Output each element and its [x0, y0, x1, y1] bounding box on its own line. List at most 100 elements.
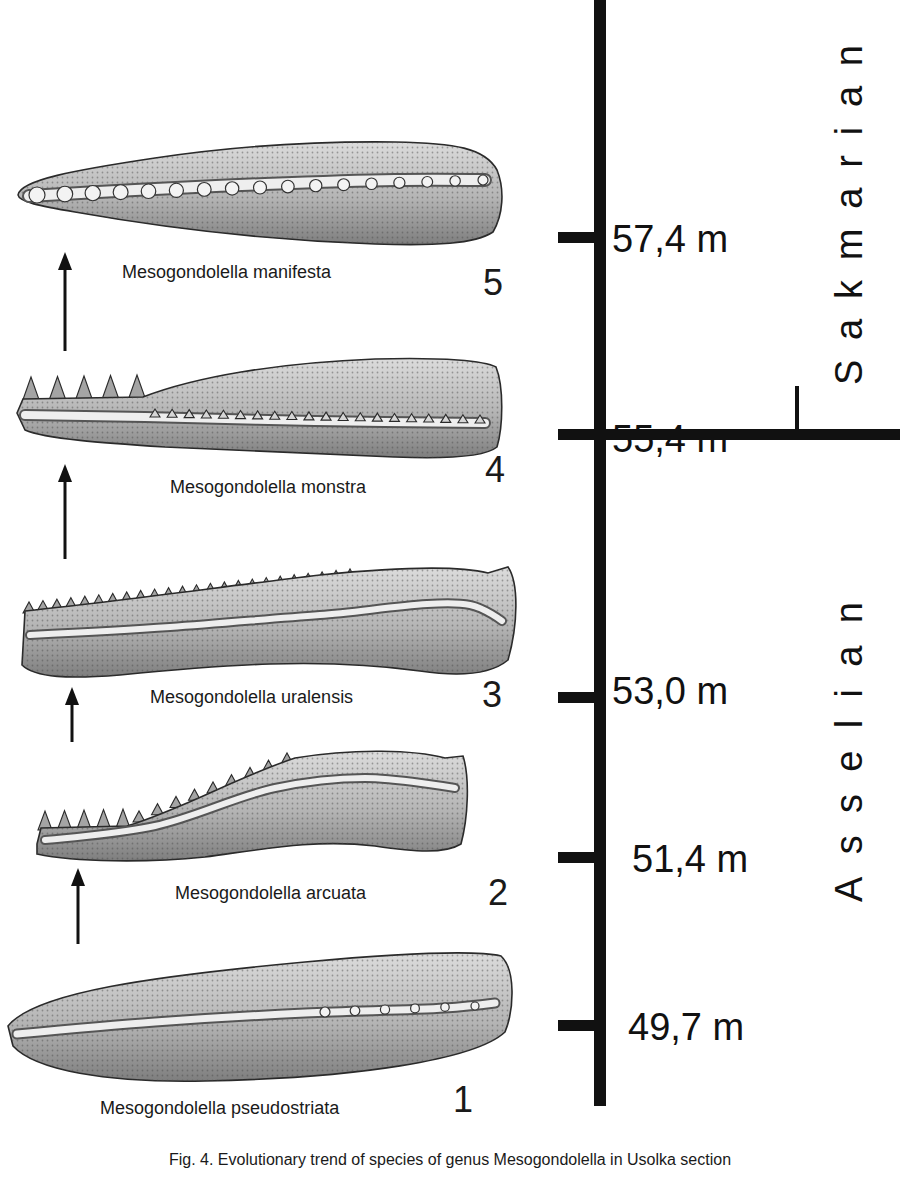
carinal-node: [422, 177, 433, 188]
carinal-node: [394, 177, 405, 188]
element-body: [17, 358, 502, 457]
denticle: [407, 414, 417, 422]
text-holder: Sakmarian: [828, 25, 872, 405]
surface-texture: [8, 953, 512, 1081]
carina: [30, 603, 502, 635]
text-holder: 49,7 m: [628, 1006, 744, 1050]
carinal-node: [380, 1005, 389, 1014]
denticle: [201, 410, 211, 418]
denticle: [304, 412, 314, 420]
denticle: [287, 412, 297, 420]
depth-label: 53,0 m: [612, 670, 728, 714]
text-holder: 51,4 m: [632, 838, 748, 882]
scale-tick: [558, 429, 598, 440]
stage-name: Asselian: [828, 580, 872, 925]
carinal-node: [113, 185, 128, 200]
text-holder: Mesogondolella manifesta: [122, 262, 331, 283]
carinal-node: [320, 1007, 330, 1017]
carina-shadow: [17, 1003, 495, 1034]
text-holder: 3: [482, 674, 502, 715]
denticle: [458, 415, 468, 423]
specimen-figure: Mesogondolella uralensis3: [20, 563, 520, 683]
denticle: [321, 412, 331, 420]
stage-bar: [795, 386, 799, 430]
evolution-arrow: [64, 260, 67, 351]
conodont-element: [20, 563, 520, 683]
carinal-node: [141, 184, 156, 199]
text-holder: 57,4 m: [612, 218, 728, 262]
figure-number: 2: [488, 872, 508, 913]
denticle: [338, 412, 348, 420]
scale-tick: [558, 692, 598, 703]
denticle: [389, 413, 399, 421]
carinal-node: [282, 180, 295, 193]
conodont-element: [15, 140, 505, 248]
figure-number: 5: [483, 262, 503, 303]
carinal-node: [338, 179, 350, 191]
evolution-arrow: [64, 472, 67, 559]
text-holder: Mesogondolella monstra: [170, 477, 366, 498]
scale-tick: [558, 1020, 598, 1031]
specimen-figure: Mesogondolella pseudostriata1: [5, 948, 517, 1083]
carinal-node: [471, 1002, 479, 1010]
depth-label: 57,4 m: [612, 218, 728, 262]
node-row: [320, 1002, 479, 1017]
denticle: [218, 410, 228, 418]
text-holder: 4: [485, 449, 505, 490]
denticle: [253, 411, 263, 419]
surface-texture: [17, 358, 502, 457]
section-axis: [594, 0, 606, 1106]
denticle: [475, 415, 485, 423]
surface-texture: [37, 751, 467, 861]
element-body: [8, 953, 512, 1081]
text-holder: Asselian: [828, 580, 872, 925]
text-holder: Fig. 4. Evolutionary trend of species of…: [169, 1151, 731, 1169]
denticle: [270, 411, 280, 419]
text-holder: 5: [483, 262, 503, 303]
species-name: Mesogondolella manifesta: [122, 262, 331, 283]
figure-caption: Fig. 4. Evolutionary trend of species of…: [169, 1151, 731, 1169]
carinal-node: [366, 178, 378, 190]
species-name: Mesogondolella monstra: [170, 477, 366, 498]
carina-shadow: [30, 603, 502, 635]
denticle: [236, 411, 246, 419]
carinal-node: [478, 175, 488, 185]
specimen-figure: Mesogondolella manifesta5: [15, 140, 505, 248]
denticle: [76, 376, 93, 400]
text-holder: Mesogondolella pseudostriata: [100, 1098, 339, 1119]
text-holder: 1: [453, 1079, 473, 1120]
element-body: [37, 751, 467, 861]
carinal-node: [57, 186, 73, 202]
conodont-element: [15, 355, 502, 460]
denticle: [167, 409, 177, 417]
carinal-node: [310, 180, 322, 192]
conodont-element: [35, 746, 470, 864]
carina: [45, 778, 455, 840]
text-holder: 53,0 m: [612, 670, 728, 714]
element-body: [18, 142, 502, 245]
figure-number: 4: [485, 449, 505, 490]
text-holder: 2: [488, 872, 508, 913]
scale-tick: [558, 232, 598, 243]
carinal-node: [197, 183, 211, 197]
evolution-arrow: [71, 695, 74, 742]
specimen-figure: Mesogondolella monstra4: [15, 355, 502, 460]
species-name: Mesogondolella uralensis: [150, 687, 353, 708]
depth-label: 55,4 m: [612, 418, 728, 462]
carinal-node: [450, 176, 460, 186]
specimen-figure: Mesogondolella arcuata2: [35, 746, 470, 864]
denticle: [129, 375, 146, 399]
text-holder: 55,4 m: [612, 418, 728, 462]
carina: [17, 1003, 495, 1034]
depth-label: 49,7 m: [628, 1006, 744, 1050]
element-body: [22, 567, 516, 677]
denticle-row: [150, 409, 485, 423]
stage-name: Sakmarian: [828, 25, 872, 405]
denticle: [49, 377, 66, 401]
species-name: Mesogondolella pseudostriata: [100, 1098, 339, 1119]
denticle: [150, 409, 160, 417]
surface-texture: [18, 142, 502, 245]
conodont-element: [5, 948, 517, 1083]
